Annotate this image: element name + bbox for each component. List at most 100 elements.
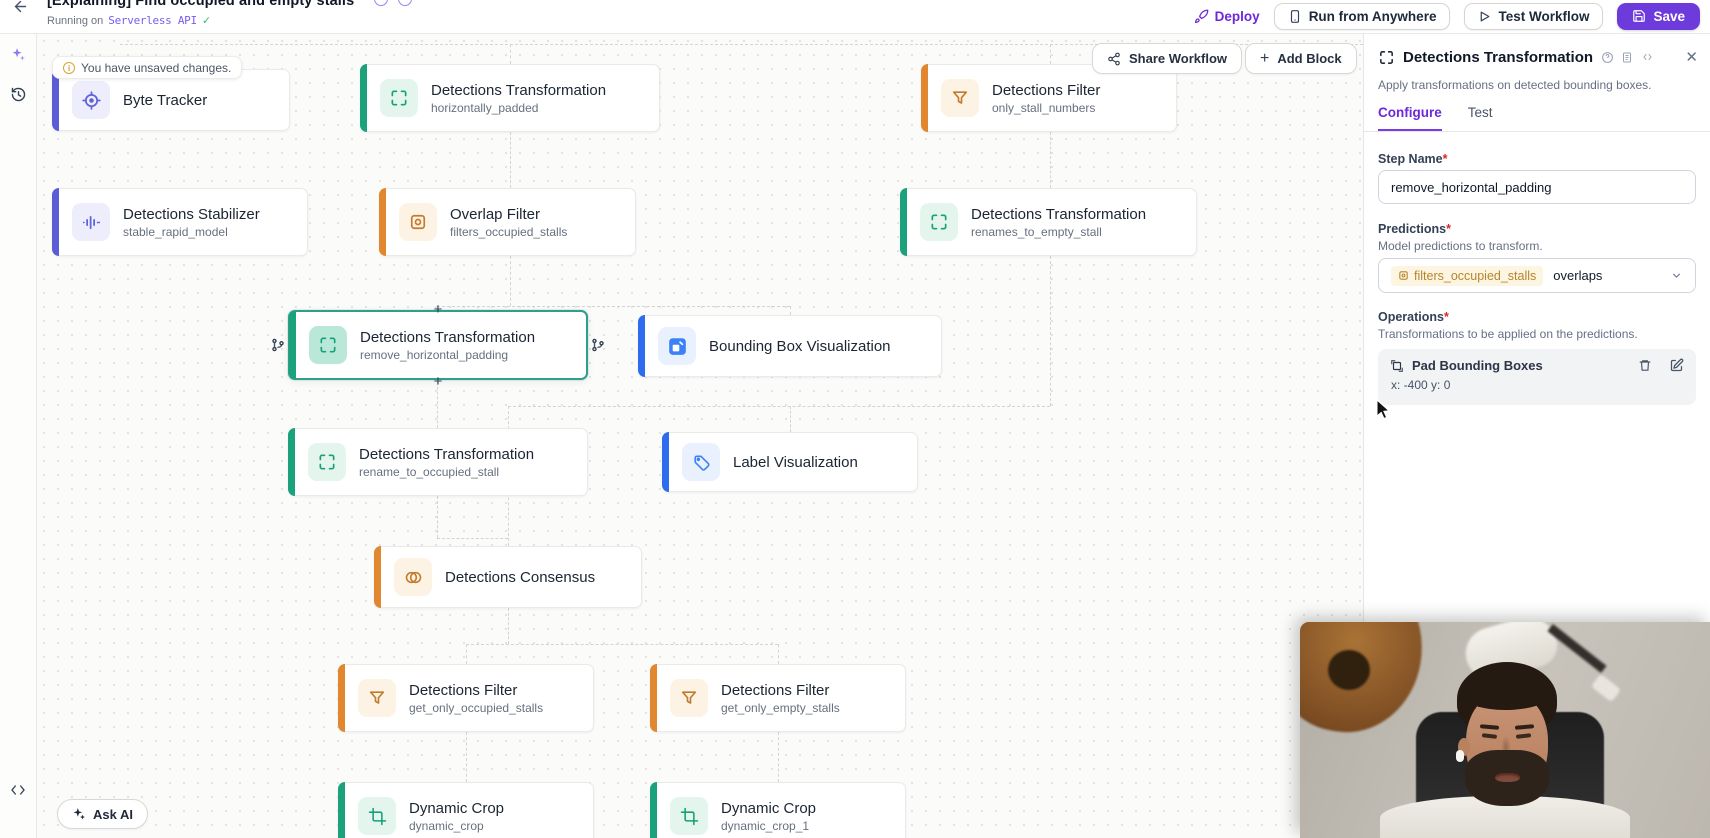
panel-title: Detections Transformation [1403, 48, 1594, 66]
node-title: Byte Tracker [123, 91, 208, 109]
funnel-icon [670, 679, 708, 717]
left-rail [0, 34, 37, 838]
wave-icon [72, 203, 110, 241]
add-step-above-button[interactable]: + [433, 300, 443, 318]
operation-detail: x: -400 y: 0 [1391, 378, 1451, 392]
node-subtitle: remove_horizontal_padding [360, 347, 509, 362]
environment-label[interactable]: Serverless API [108, 14, 197, 27]
node-subtitle: horizontally_padded [431, 100, 539, 115]
node-title: Detections Consensus [445, 568, 596, 586]
history-icon[interactable] [10, 86, 27, 103]
phone-icon [1290, 9, 1299, 23]
acoustic-guitar [1300, 622, 1435, 743]
webcam-overlay [1300, 622, 1710, 838]
delete-icon[interactable] [1638, 358, 1652, 373]
unsaved-changes-toast: i You have unsaved changes. [52, 56, 243, 79]
run-from-anywhere-label: Run from Anywhere [1308, 8, 1437, 24]
node-title: Detections Transformation [359, 445, 535, 463]
node-label-visualization[interactable]: Label Visualization [662, 432, 918, 492]
deploy-button[interactable]: Deploy [1194, 9, 1260, 24]
node-bounding-box-visualization[interactable]: Bounding Box Visualization [638, 315, 942, 377]
docs-icon[interactable] [1621, 51, 1633, 64]
deploy-label: Deploy [1214, 8, 1260, 24]
overlap-icon [399, 203, 437, 241]
node-title: Detections Transformation [971, 205, 1147, 223]
predictions-select[interactable]: filters_occupied_stalls overlaps [1378, 258, 1696, 293]
node-title: Overlap Filter [450, 205, 541, 223]
tab-test[interactable]: Test [1467, 105, 1493, 120]
add-step-below-button[interactable]: + [433, 372, 443, 390]
scan-icon [309, 326, 347, 364]
mouse-cursor [1376, 400, 1390, 420]
toast-text: You have unsaved changes. [81, 60, 232, 75]
scan-icon [920, 203, 958, 241]
node-subtitle: filters_occupied_stalls [450, 224, 568, 239]
node-subtitle: only_stall_numbers [992, 100, 1096, 115]
env-check-icon: ✓ [201, 15, 212, 27]
help-icon[interactable] [1601, 51, 1614, 64]
tag-icon [682, 443, 720, 481]
back-arrow-icon [14, 0, 27, 13]
branch-handle-right[interactable] [591, 337, 605, 353]
branch-handle-left[interactable] [271, 337, 285, 353]
workflow-title: [Explaining] Find occupied and empty sta… [47, 0, 355, 9]
ai-sparkles-icon[interactable] [10, 46, 27, 63]
predictions-help: Model predictions to transform. [1378, 239, 1543, 253]
node-subtitle: get_only_occupied_stalls [409, 700, 544, 715]
edit-icon[interactable] [1669, 358, 1684, 373]
sparkle-icon [73, 808, 85, 820]
ask-ai-label: Ask AI [93, 806, 133, 822]
ask-ai-button[interactable]: Ask AI [57, 799, 148, 829]
back-button[interactable] [12, 0, 29, 15]
panel-description: Apply transformations on detected boundi… [1378, 78, 1652, 92]
node-title: Detections Filter [409, 681, 518, 699]
operations-label: Operations [1378, 310, 1444, 324]
node-title: Detections Stabilizer [123, 205, 260, 223]
node-title: Label Visualization [733, 453, 858, 471]
node-subtitle: rename_to_occupied_stall [359, 464, 500, 479]
node-title: Detections Filter [992, 81, 1101, 99]
pad-boxes-icon [1391, 359, 1403, 372]
operation-item[interactable]: Pad Bounding Boxes x: -400 y: 0 [1378, 349, 1696, 405]
code-view-icon[interactable] [8, 782, 28, 798]
code-icon[interactable] [1640, 51, 1655, 63]
test-workflow-label: Test Workflow [1498, 8, 1590, 24]
node-detections-consensus[interactable]: Detections Consensus [374, 546, 642, 608]
share-workflow-button[interactable]: Share Workflow [1092, 43, 1243, 74]
share-workflow-label: Share Workflow [1129, 51, 1228, 66]
node-title: Detections Transformation [431, 81, 607, 99]
add-block-label: Add Block [1277, 51, 1342, 66]
title-action-icon-2[interactable] [398, 0, 412, 6]
node-subtitle: dynamic_crop [409, 818, 484, 833]
test-workflow-button[interactable]: Test Workflow [1464, 2, 1604, 30]
required-asterisk: * [1446, 222, 1451, 236]
run-from-anywhere-button[interactable]: Run from Anywhere [1273, 2, 1451, 30]
tab-configure[interactable]: Configure [1378, 98, 1442, 131]
close-panel-icon[interactable]: ✕ [1685, 49, 1698, 66]
node-title: Dynamic Crop [409, 799, 505, 817]
bbox-icon [658, 327, 696, 365]
predictions-label: Predictions [1378, 222, 1447, 236]
prediction-chip: filters_occupied_stalls [1391, 265, 1544, 286]
save-button[interactable]: Save [1617, 2, 1700, 30]
add-block-button[interactable]: + Add Block [1245, 43, 1357, 74]
step-name-input[interactable] [1378, 170, 1696, 204]
node-subtitle: dynamic_crop_1 [721, 818, 810, 833]
node-subtitle: stable_rapid_model [123, 224, 228, 239]
scan-icon [380, 79, 418, 117]
running-on-label: Running on [47, 14, 104, 27]
title-action-icon-1[interactable] [374, 0, 388, 6]
prediction-relation: overlaps [1553, 268, 1603, 283]
operation-title: Pad Bounding Boxes [1412, 358, 1543, 373]
